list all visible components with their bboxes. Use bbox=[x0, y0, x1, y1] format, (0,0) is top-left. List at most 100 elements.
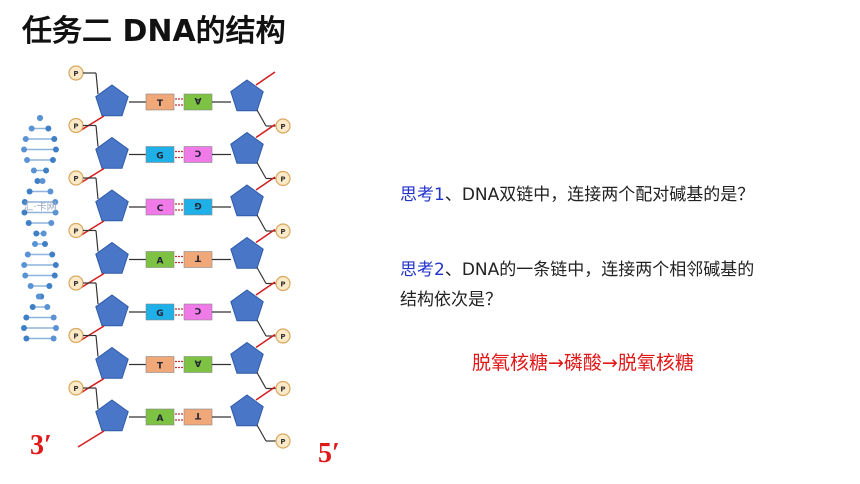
helix-node bbox=[21, 209, 28, 216]
question-1-text: 、DNA双链中，连接两个配对碱基的是？ bbox=[444, 185, 755, 205]
helix-node bbox=[24, 157, 31, 163]
helix-node bbox=[52, 146, 59, 153]
helix-node bbox=[52, 325, 59, 331]
backbone-bond bbox=[95, 125, 99, 147]
watermark: 汇·卡网 bbox=[23, 200, 56, 213]
helix-node bbox=[51, 272, 58, 279]
helix-node bbox=[43, 167, 50, 174]
sugar-left-icon bbox=[95, 241, 129, 274]
base-left bbox=[145, 356, 175, 373]
phosphate-label: P bbox=[73, 228, 78, 236]
backbone-bond bbox=[256, 214, 267, 232]
base-right-letter: T bbox=[194, 410, 201, 420]
phosphate-icon bbox=[275, 223, 291, 239]
backbone-bond bbox=[256, 267, 267, 284]
helix-node bbox=[25, 220, 32, 226]
base-left bbox=[145, 146, 175, 163]
phosphodiester-bond bbox=[255, 281, 276, 296]
question-2: 思考2、DNA的一条链中，连接两个相邻碱基的 结构依次是？ bbox=[400, 255, 754, 315]
phosphate-label: P bbox=[73, 70, 78, 78]
sugar-left-icon bbox=[95, 294, 129, 327]
helix-node bbox=[34, 178, 41, 184]
sugar-right-icon bbox=[230, 131, 264, 164]
helix-node bbox=[21, 199, 28, 205]
strand-end-3prime: 3′ bbox=[30, 430, 52, 461]
backbone-bond bbox=[256, 319, 267, 337]
helix-node bbox=[39, 178, 46, 184]
phosphate-label: P bbox=[73, 280, 78, 288]
base-left-letter: T bbox=[157, 99, 164, 109]
base-left-letter: A bbox=[157, 414, 164, 424]
sugar-right-icon bbox=[230, 289, 264, 322]
phosphodiester-bond bbox=[255, 333, 276, 349]
sugar-right-icon bbox=[230, 236, 264, 269]
helix-node bbox=[48, 220, 55, 226]
helix-node bbox=[44, 304, 51, 310]
phosphate-label: P bbox=[280, 386, 285, 394]
helix-node bbox=[22, 136, 29, 142]
base-right-letter: A bbox=[194, 358, 201, 368]
phosphate-label: P bbox=[280, 123, 285, 131]
helix-node bbox=[49, 157, 56, 163]
helix-node bbox=[52, 262, 59, 268]
base-left-letter: G bbox=[156, 309, 163, 319]
phosphate-icon bbox=[275, 275, 291, 292]
helix-node bbox=[41, 241, 48, 247]
helix-node bbox=[21, 325, 28, 331]
phosphate-label: P bbox=[280, 333, 285, 341]
phosphodiester-bond bbox=[255, 71, 276, 86]
phosphate-label: P bbox=[73, 385, 78, 393]
backbone-bond bbox=[256, 109, 267, 127]
phosphate-label: P bbox=[73, 333, 78, 341]
phosphate-icon bbox=[275, 433, 291, 449]
phosphate-label: P bbox=[73, 123, 78, 131]
helix-node bbox=[24, 251, 31, 258]
backbone-bond bbox=[95, 335, 99, 357]
question-2-text-line1: 、DNA的一条链中，连接两个相邻碱基的 bbox=[444, 260, 755, 280]
phosphate-icon bbox=[275, 170, 291, 187]
sugar-left-icon bbox=[95, 346, 129, 379]
phosphate-icon bbox=[275, 118, 291, 134]
helix-node bbox=[46, 283, 53, 289]
phosphate-icon bbox=[275, 380, 291, 397]
helix-node bbox=[28, 125, 35, 132]
helix-node bbox=[27, 283, 34, 289]
sugar-left-icon bbox=[95, 84, 129, 117]
base-right-letter: G bbox=[194, 200, 201, 210]
backbone-bond bbox=[95, 230, 99, 252]
helix-node bbox=[50, 314, 57, 321]
phosphate-icon bbox=[275, 328, 291, 344]
backbone-bond bbox=[95, 72, 99, 95]
sugar-right-icon bbox=[230, 79, 264, 112]
base-left bbox=[145, 303, 175, 321]
phosphodiester-bond bbox=[255, 386, 276, 401]
backbone-bond bbox=[95, 282, 99, 305]
helix-node bbox=[51, 136, 58, 142]
sugar-right-icon bbox=[230, 341, 264, 374]
question-2-text-line2: 结构依次是？ bbox=[400, 290, 502, 310]
base-left-letter: C bbox=[157, 204, 164, 214]
sugar-left-icon bbox=[95, 399, 129, 432]
base-right-letter: C bbox=[194, 305, 201, 315]
sugar-left-icon bbox=[95, 189, 129, 222]
base-right-letter: A bbox=[194, 95, 201, 105]
helix-node bbox=[47, 188, 54, 195]
phosphate-label: P bbox=[280, 228, 285, 236]
helix-node bbox=[32, 241, 39, 247]
base-left bbox=[145, 251, 175, 268]
base-left-letter: G bbox=[156, 152, 163, 162]
helix-node bbox=[22, 272, 29, 279]
helix-node bbox=[33, 230, 40, 237]
backbone-bond bbox=[256, 424, 267, 442]
phosphodiester-bond bbox=[77, 430, 105, 448]
sugar-right-icon bbox=[230, 184, 264, 217]
base-left-letter: T bbox=[157, 362, 164, 372]
helix-node bbox=[52, 199, 59, 205]
helix-node bbox=[49, 251, 56, 258]
base-left bbox=[145, 93, 175, 111]
helix-node bbox=[40, 230, 47, 237]
base-left-letter: A bbox=[157, 257, 164, 267]
answer-text: 脱氧核糖→磷酸→脱氧核糖 bbox=[472, 352, 694, 374]
backbone-bond bbox=[95, 387, 99, 410]
